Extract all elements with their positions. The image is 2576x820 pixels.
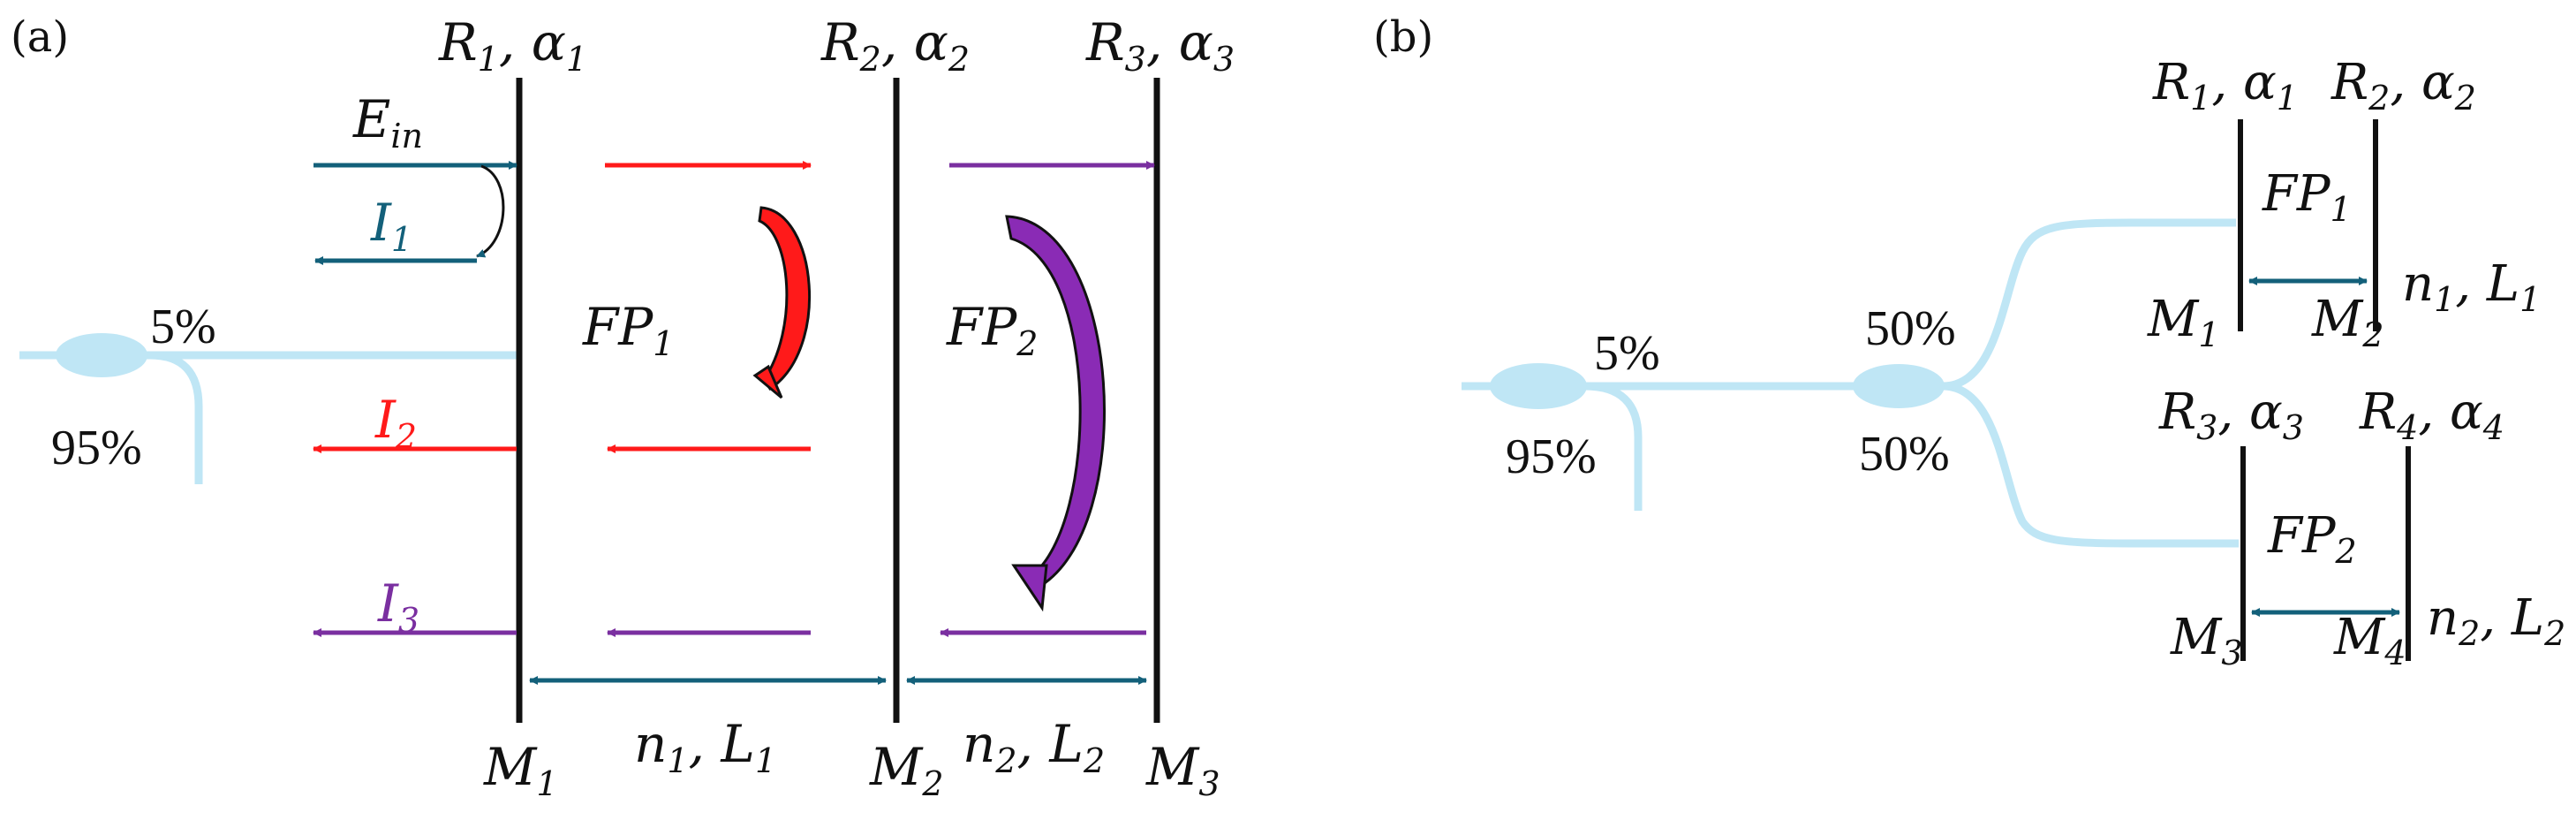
mirror-label-m1: M1 [483,737,558,803]
mirror-params-1: R1, α1 [438,12,587,79]
mirror-label-m2: M2 [869,737,944,803]
m1-label-b: M1 [2147,291,2220,354]
top-params-right: R2, α2 [2330,54,2476,118]
mirror-params-3: R3, α3 [1085,12,1235,79]
through-percent: 95% [51,421,142,475]
fp1-return-curve-icon [758,206,812,391]
m2-label-b: M2 [2311,291,2384,354]
panel-a: (a) 5% 95% R1, α1 R2, α2 R3, α3 M1 M2 [11,12,1235,803]
length-1-label-b: n1, L1 [2402,255,2541,319]
tap-percent: 5% [150,300,216,354]
panel-b-fiber [1462,218,2239,548]
i1-label: I1 [370,193,412,259]
panel-b-label: (b) [1373,12,1433,62]
e-in-label: Ein [352,89,423,156]
panel-a-label: (a) [11,12,69,62]
tap-percent-b: 5% [1594,326,1660,381]
top-params-left: R1, α1 [2152,54,2298,118]
panel-b: (b) 5% 95% 50% 50% R1, α1 R2, α2 FP1 M1 [1373,12,2565,672]
panel-a-fiber [19,333,519,484]
length-2-label: n2, L2 [963,714,1105,780]
tap-coupler-b [1490,363,1587,409]
fp2-label: FP2 [946,297,1038,363]
bottom-params-left: R3, α3 [2158,383,2304,447]
through-percent-b: 95% [1506,429,1597,484]
fp2-return-curve-icon [1005,215,1107,590]
fp1-label-b: FP1 [2262,165,2352,229]
i2-label: I2 [374,390,417,456]
m4-label-b: M4 [2333,609,2406,672]
mirror-params-2: R2, α2 [820,12,970,79]
splitter-coupler [1853,364,1945,408]
split-bottom-percent: 50% [1859,427,1950,482]
length-2-label-b: n2, L2 [2427,589,2565,653]
fp1-return-head-icon [752,364,783,399]
tap-coupler [56,333,147,377]
i3-label: I3 [377,573,419,640]
mirror-label-m3: M3 [1145,737,1220,803]
length-1-label: n1, L1 [634,714,776,780]
fp1-label: FP1 [582,297,674,363]
reflection-curl-icon [476,164,505,258]
fp2-label-b: FP2 [2267,507,2357,571]
m3-label-b: M3 [2170,609,2243,672]
bottom-params-right: R4, α4 [2359,383,2504,447]
split-top-percent: 50% [1865,301,1956,356]
fp2-return-head-icon [1011,564,1048,612]
